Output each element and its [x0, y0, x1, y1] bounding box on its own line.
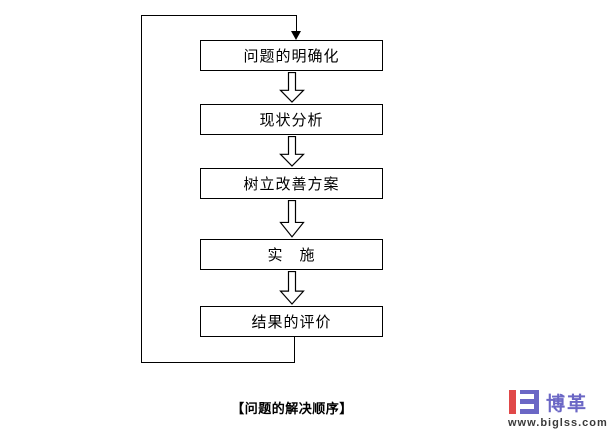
flow-step-label-1: 问题的明确化	[243, 48, 340, 65]
down-block-arrow-icon	[279, 72, 305, 103]
flow-step-label-4: 实 施	[267, 247, 316, 264]
down-block-arrow-icon	[279, 271, 305, 305]
flow-step-box-3: 树立改善方案	[200, 168, 383, 199]
biglss-logo: 博革 www.biglss.com	[507, 388, 607, 434]
diagram-caption: 【问题的解决顺序】	[231, 401, 353, 416]
down-block-arrow-icon	[279, 200, 305, 238]
down-arrowhead-icon	[291, 31, 301, 40]
down-block-arrow-icon	[279, 136, 305, 167]
logo-brand-text: 博革	[546, 394, 589, 415]
feedback-loop-exit-line	[294, 336, 295, 363]
flow-step-box-2: 现状分析	[200, 104, 383, 135]
flow-step-label-3: 树立改善方案	[243, 176, 340, 193]
feedback-loop-bottom-line	[141, 362, 295, 363]
feedback-loop-entry-line	[296, 15, 297, 32]
biglss-logo-icon	[509, 390, 539, 414]
logo-site-url: www.biglss.com	[508, 417, 608, 429]
flow-step-label-5: 结果的评价	[251, 314, 332, 331]
feedback-loop-top-line	[141, 15, 297, 16]
feedback-loop-left-line	[141, 15, 142, 363]
flow-step-label-2: 现状分析	[259, 112, 324, 129]
flow-step-box-4: 实 施	[200, 239, 383, 270]
flow-step-box-1: 问题的明确化	[200, 40, 383, 71]
flow-step-box-5: 结果的评价	[200, 306, 383, 337]
